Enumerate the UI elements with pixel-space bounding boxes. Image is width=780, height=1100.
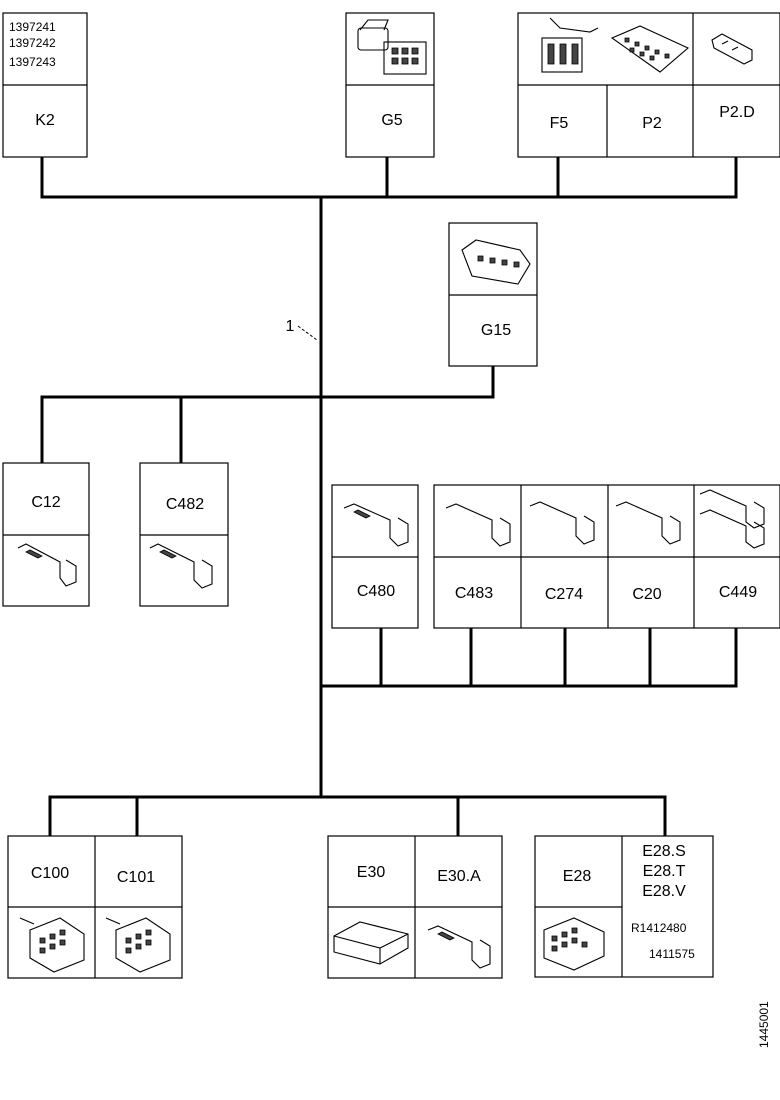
- label-c100: C100: [31, 865, 69, 882]
- label-e28t: E28.T: [643, 863, 686, 880]
- label-f5: F5: [550, 115, 569, 132]
- label-e28: E28: [563, 868, 592, 885]
- reference-number: 1: [286, 318, 295, 335]
- label-c449: C449: [719, 584, 757, 601]
- label-e28v: E28.V: [642, 883, 686, 900]
- terminal-group-c483-c449: C483 C274 C20 C449: [433, 484, 780, 629]
- terminal-c449-icon: [699, 489, 765, 549]
- label-c480: C480: [357, 583, 395, 600]
- control-unit-e30-icon: [333, 921, 409, 965]
- connector-g5: G5: [345, 12, 435, 158]
- terminal-c480: C480: [331, 484, 419, 629]
- reference-callout: 1: [286, 318, 318, 341]
- connector-c100-icon: [19, 917, 85, 973]
- connector-c101-icon: [105, 917, 171, 973]
- label-c101: C101: [117, 869, 155, 886]
- label-e30: E30: [357, 864, 386, 881]
- part-number-3: 1397243: [9, 55, 56, 69]
- wires: [40, 154, 738, 838]
- terminal-c274-icon: [529, 501, 595, 545]
- connector-group-f5-p2: F5 P2 P2.D: [517, 12, 780, 158]
- terminal-c20-icon: [615, 501, 681, 545]
- terminal-c12: C12: [2, 462, 90, 607]
- connector-g15-icon: [461, 239, 531, 285]
- part-number-1411575: 1411575: [649, 947, 695, 961]
- part-number-r1412480: R1412480: [631, 921, 687, 935]
- label-g5: G5: [381, 112, 402, 129]
- label-c483: C483: [455, 585, 493, 602]
- connector-f5-icon: [541, 17, 599, 73]
- terminal-c482: C482: [139, 462, 229, 607]
- connector-p2-icon: [610, 25, 690, 73]
- terminal-c482-icon: [149, 543, 213, 589]
- label-p2: P2: [642, 115, 662, 132]
- label-k2: K2: [35, 112, 55, 129]
- component-group-e28: E28 E28.S E28.T E28.V R1412480 1411575: [534, 835, 714, 978]
- connector-housing-icon: [357, 19, 427, 75]
- label-c274: C274: [545, 586, 583, 603]
- connector-group-c100-c101: C100 C101: [7, 835, 183, 979]
- terminal-c12-icon: [17, 543, 77, 587]
- label-e28s: E28.S: [642, 843, 686, 860]
- part-number-2: 1397242: [9, 36, 56, 50]
- label-c12: C12: [31, 494, 60, 511]
- connector-e28-icon: [543, 917, 605, 971]
- label-p2d: P2.D: [719, 104, 755, 121]
- component-group-e30: E30 E30.A: [327, 835, 503, 979]
- connector-k2: 1397241 1397242 1397243 K2: [2, 12, 88, 158]
- label-c482: C482: [166, 496, 204, 513]
- connector-g15: G15: [448, 222, 538, 367]
- terminal-e30a-icon: [427, 925, 491, 969]
- part-number-1: 1397241: [9, 20, 56, 34]
- terminal-p2d-icon: [711, 33, 753, 65]
- label-g15: G15: [481, 322, 511, 339]
- terminal-c483-icon: [445, 503, 511, 547]
- terminal-c480-icon: [343, 503, 409, 547]
- figure-id: 1445001: [757, 1001, 771, 1048]
- label-e30a: E30.A: [437, 868, 481, 885]
- label-c20: C20: [632, 586, 661, 603]
